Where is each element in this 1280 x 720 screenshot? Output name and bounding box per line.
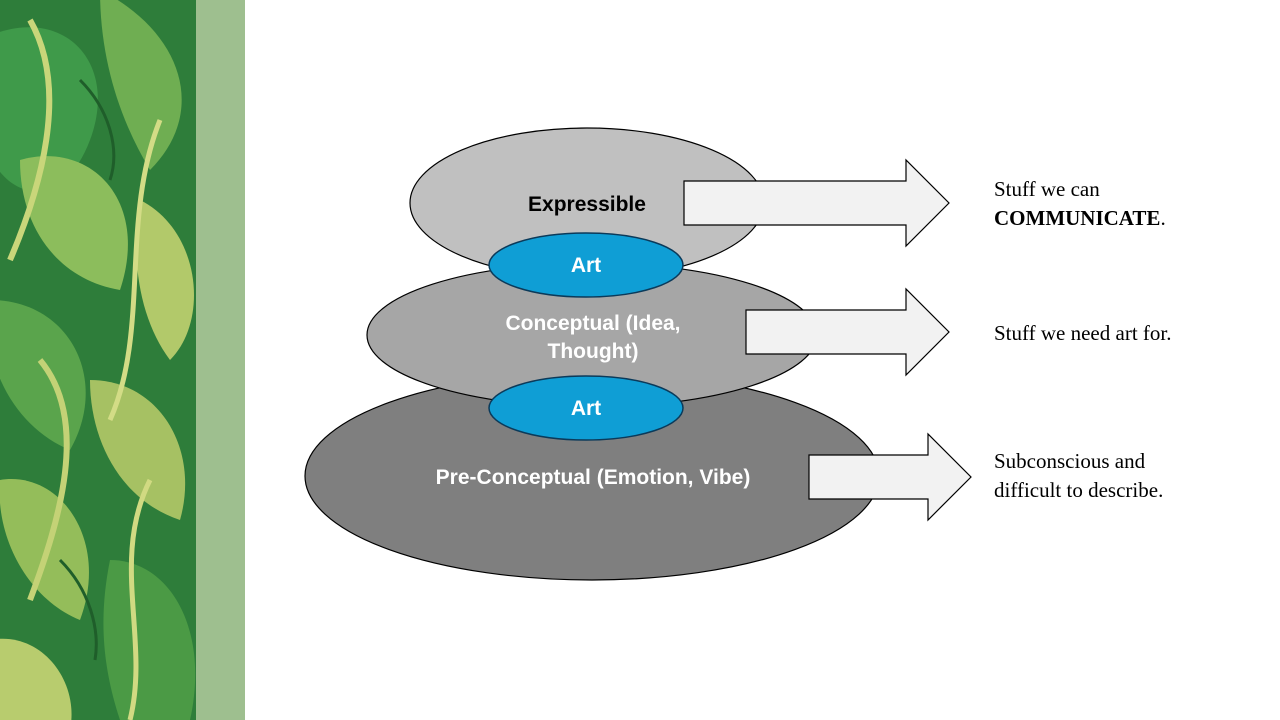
note-communicate-period: . [1160, 206, 1166, 230]
note-communicate-line1: Stuff we can [994, 177, 1100, 201]
arrow-pre-conceptual [808, 432, 972, 522]
arrow-expressible [683, 158, 950, 248]
note-communicate-line2: COMMUNICATE. [994, 204, 1254, 233]
leaf-pattern-image [0, 0, 196, 720]
accent-stripe [196, 0, 245, 720]
arrow-conceptual [745, 287, 950, 377]
note-need-art-text: Stuff we need art for. [994, 321, 1172, 345]
art-bubble-top [488, 232, 684, 298]
note-communicate-emphasis: COMMUNICATE [994, 206, 1161, 230]
art-bubble-bottom [488, 375, 684, 441]
note-need-art: Stuff we need art for. [994, 319, 1254, 348]
expressible-label: Expressible [528, 193, 646, 216]
conceptual-label-line1: Conceptual (Idea, [505, 312, 680, 335]
art-label-bottom: Art [571, 397, 601, 420]
art-label-top: Art [571, 254, 601, 277]
pre-conceptual-label: Pre-Conceptual (Emotion, Vibe) [436, 466, 751, 489]
leaf-pattern-panel [0, 0, 196, 720]
conceptual-label-line2: Thought) [548, 340, 639, 363]
note-subconscious: Subconscious and difficult to describe. [994, 447, 1254, 505]
note-subconscious-line2: difficult to describe. [994, 478, 1164, 502]
note-subconscious-line1: Subconscious and [994, 449, 1146, 473]
note-communicate: Stuff we can COMMUNICATE. [994, 175, 1254, 233]
